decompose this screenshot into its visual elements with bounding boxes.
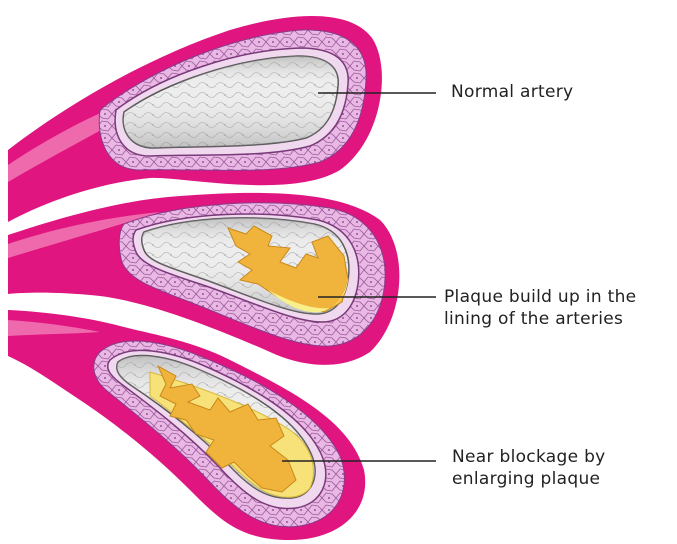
label-line: Normal artery bbox=[451, 81, 573, 103]
label-near-blockage: Near blockage by enlarging plaque bbox=[452, 446, 606, 490]
label-plaque-build-up: Plaque build up in the lining of the art… bbox=[444, 286, 636, 330]
normal-artery bbox=[8, 16, 382, 222]
label-line: enlarging plaque bbox=[452, 468, 606, 490]
label-normal-artery: Normal artery bbox=[451, 81, 573, 103]
label-line: Plaque build up in the bbox=[444, 286, 636, 308]
label-line: Near blockage by bbox=[452, 446, 606, 468]
label-line: lining of the arteries bbox=[444, 308, 636, 330]
